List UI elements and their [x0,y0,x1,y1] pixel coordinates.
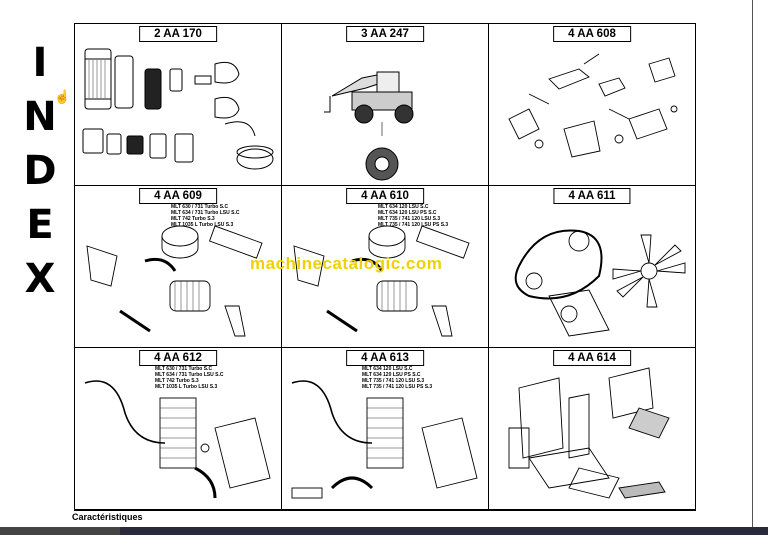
model-line: MLT 1035 L Turbo LSU S.3 [171,222,234,228]
model-line: MLT 735 / 741 120 LSU PS S.3 [378,222,449,228]
model-line: MLT 634 120 LSU S.C [378,204,429,210]
hand-pointer-icon: ☝ [54,89,71,104]
model-line: MLT 634 120 LSU PS S.C [362,372,421,378]
radiator-illustration [84,380,271,499]
index-letter: I [32,40,48,86]
model-line: MLT 735 / 741 120 LSU PS S.3 [362,384,433,390]
index-letter: X [24,256,56,302]
cell-code: 4 AA 608 [553,26,631,42]
model-line: MLT 630 / 731 Turbo S.C [171,204,229,210]
applicable-models: MLT 634 120 LSU S.C MLT 634 120 LSU PS S… [362,366,432,390]
filters-illustration [82,48,274,170]
applicable-models: MLT 630 / 731 Turbo S.C MLT 634 / 731 Tu… [171,204,239,228]
model-line: MLT 735 / 741 120 LSU S.3 [378,216,441,222]
cell-code: 4 AA 609 [139,188,217,204]
air-intake-illustration [86,225,263,337]
cell-code: 4 AA 613 [346,350,424,366]
cell-code: 4 AA 612 [139,350,217,366]
model-line: MLT 735 / 741 120 LSU S.3 [362,378,425,384]
fan-belt-illustration [514,229,686,337]
applicable-models: MLT 634 120 LSU S.C MLT 634 120 LSU PS S… [378,204,448,228]
index-cell-4aa609[interactable]: MLT 630 / 731 Turbo S.C MLT 634 / 731 Tu… [75,186,281,347]
telehandler-illustration [324,71,414,181]
parts-index-grid: 2 AA 170 3 AA 247 [74,23,696,511]
index-letter: N [23,94,57,140]
panels-illustration [508,367,670,499]
footer-section-label: Caractéristiques [72,512,143,522]
index-letter: D [23,148,57,194]
index-side-title: I N D E X [22,36,58,306]
model-line: MLT 1035 L Turbo LSU S.3 [155,384,218,390]
index-cell-4aa614[interactable]: 4 AA 614 [489,348,695,509]
bracket-assembly-illustration [508,53,678,158]
index-cell-4aa608[interactable]: 4 AA 608 [489,24,695,185]
model-line: MLT 742 Turbo S.3 [155,378,199,384]
index-cell-4aa610[interactable]: MLT 634 120 LSU S.C MLT 634 120 LSU PS S… [282,186,488,347]
cell-code: 2 AA 170 [139,26,217,42]
viewer-bottom-bar [0,527,768,535]
index-letter: E [26,202,54,248]
index-cell-4aa612[interactable]: MLT 630 / 731 Turbo S.C MLT 634 / 731 Tu… [75,348,281,509]
index-cell-4aa613[interactable]: MLT 634 120 LSU S.C MLT 634 120 LSU PS S… [282,348,488,509]
cell-code: 4 AA 610 [346,188,424,204]
cell-code: 4 AA 611 [553,188,631,204]
cell-code: 4 AA 614 [553,350,631,366]
applicable-models: MLT 630 / 731 Turbo S.C MLT 634 / 731 Tu… [155,366,223,390]
index-cell-2aa170[interactable]: 2 AA 170 [75,24,281,185]
model-line: MLT 742 Turbo S.3 [171,216,215,222]
page-edge-rule [752,0,753,535]
model-line: MLT 630 / 731 Turbo S.C [155,366,213,372]
cell-code: 3 AA 247 [346,26,424,42]
model-line: MLT 634 / 731 Turbo LSU S.C [155,372,224,378]
air-intake-illustration [293,225,470,337]
radiator-illustration [291,380,478,499]
index-cell-4aa611[interactable]: 4 AA 611 [489,186,695,347]
index-cell-3aa247[interactable]: 3 AA 247 [282,24,488,185]
model-line: MLT 634 120 LSU PS S.C [378,210,437,216]
model-line: MLT 634 120 LSU S.C [362,366,413,372]
model-line: MLT 634 / 731 Turbo LSU S.C [171,210,240,216]
